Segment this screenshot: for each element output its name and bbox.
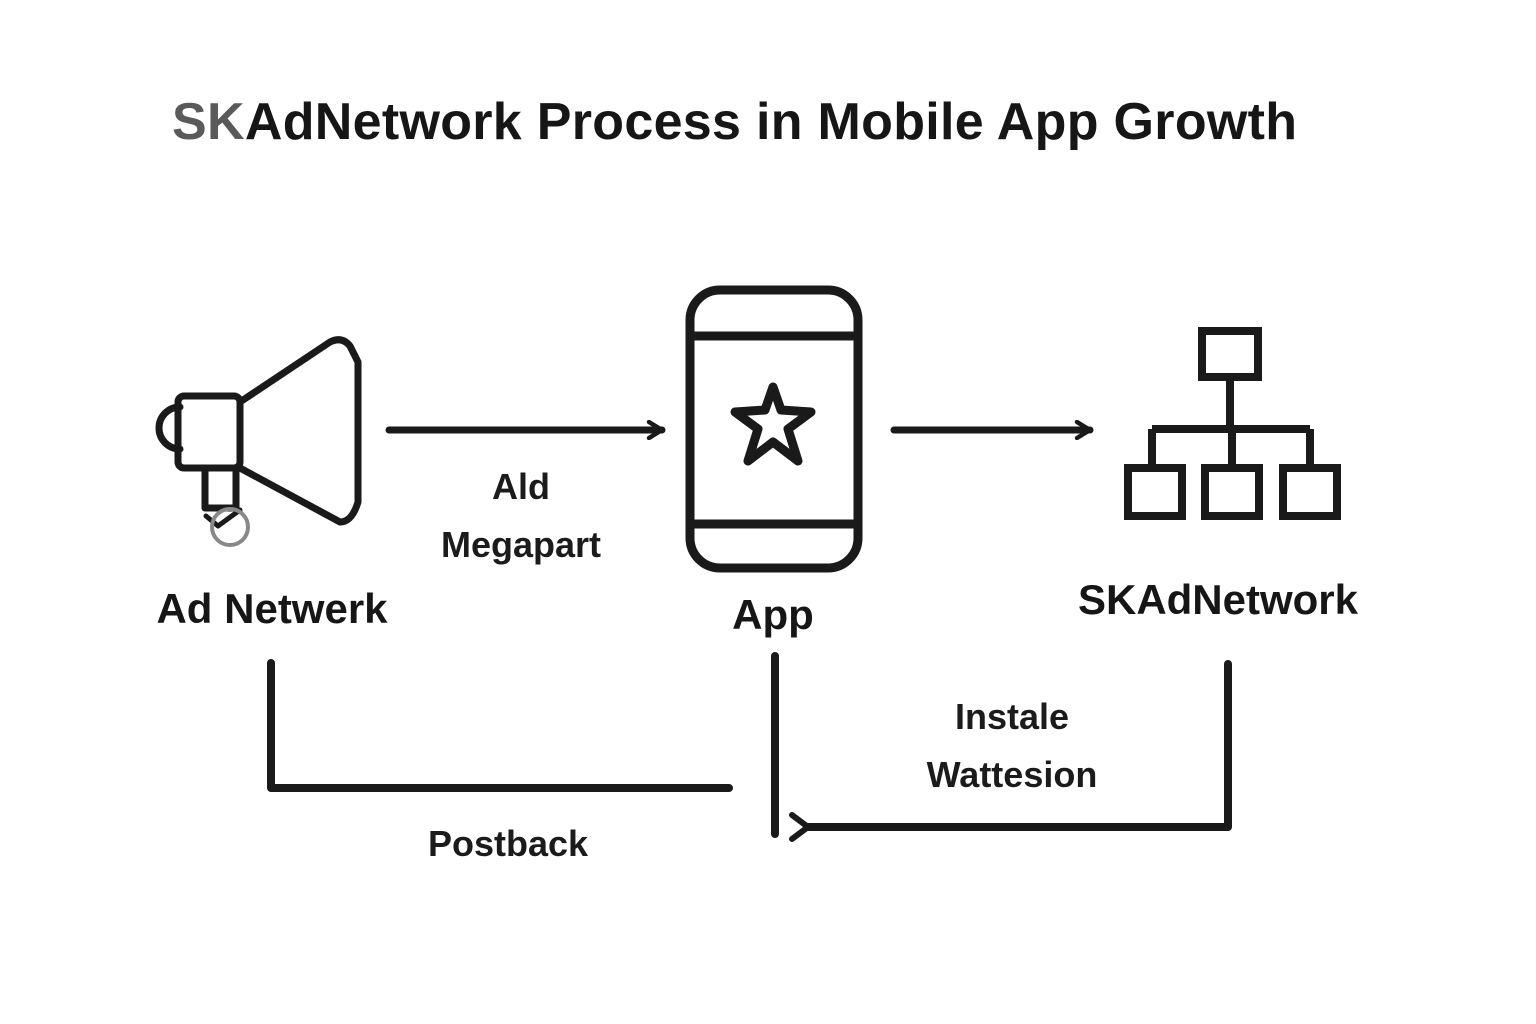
megaphone-icon bbox=[155, 336, 362, 547]
skadnetwork-label: SKAdNetwork bbox=[1077, 576, 1359, 623]
smartphone-star-icon bbox=[685, 285, 863, 573]
app-label: App bbox=[732, 591, 814, 638]
postback-edge-label: Postback bbox=[427, 823, 589, 864]
install-validation-line2: Wattesion bbox=[926, 754, 1098, 795]
arrow-skadnetwork-to-app bbox=[808, 660, 1232, 827]
install-validation-edge-label: Instale Wattesion bbox=[880, 688, 1144, 804]
ad-to-app-edge-label: Ald Megapart bbox=[390, 458, 652, 574]
ad-network-label: Ad Netwerk bbox=[156, 585, 388, 632]
install-validation-line1: Instale bbox=[954, 696, 1070, 737]
ad-to-app-line1: Ald bbox=[492, 466, 550, 507]
diagram-title: SKAdNetwork Process in Mobile App Growth bbox=[0, 92, 1536, 152]
title-prefix: SK bbox=[172, 93, 245, 151]
postback-connector bbox=[267, 659, 733, 792]
network-hierarchy-icon bbox=[1124, 327, 1341, 520]
ad-to-app-line2: Megapart bbox=[440, 524, 602, 565]
title-rest: AdNetwork Process in Mobile App Growth bbox=[244, 93, 1298, 151]
